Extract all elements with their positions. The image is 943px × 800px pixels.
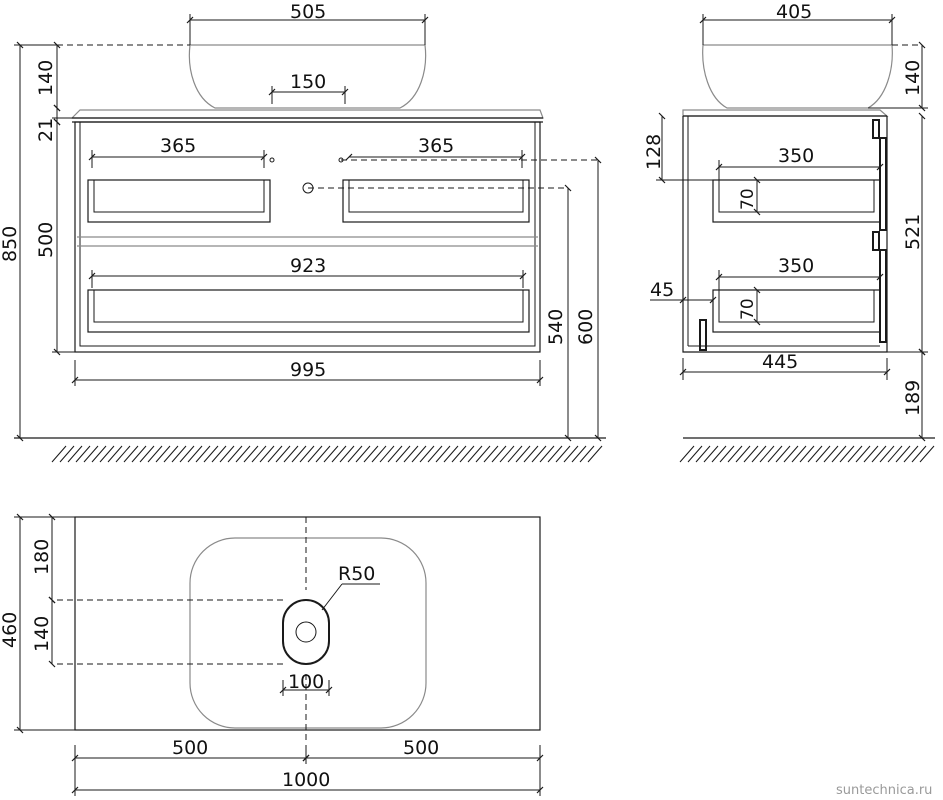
side-floor-hatch [679, 445, 935, 463]
front-bowl-width-label: 505 [290, 1, 326, 23]
front-total-height-label: 850 [0, 226, 21, 262]
side-drawer-bottom-width-label: 350 [778, 255, 814, 277]
side-body-depth-label: 445 [762, 351, 798, 373]
side-drawer-top-height-label: 70 [738, 188, 758, 210]
front-basin-bowl [188, 44, 427, 109]
front-body-width-label: 995 [290, 359, 326, 381]
front-body-height-label: 500 [35, 222, 57, 258]
top-drain-slot [282, 599, 330, 665]
side-bowl-height-label: 140 [902, 60, 924, 96]
side-cabinet-body [682, 116, 888, 353]
watermark: suntechnica.ru [836, 783, 932, 798]
top-drain-span-label: 140 [31, 616, 53, 652]
side-drawer-bottom-height-label: 70 [738, 298, 758, 320]
front-drawer-top-right [342, 179, 530, 223]
top-countertop-outline [74, 516, 541, 731]
side-view: 405 140 521 189 128 350 70 350 70 45 [643, 1, 935, 463]
top-half-right-label: 500 [403, 737, 439, 759]
top-depth-total-label: 460 [0, 612, 21, 648]
side-leg-height-label: 189 [902, 380, 924, 416]
front-countertop [70, 109, 544, 119]
side-leg-offset-label: 45 [650, 279, 674, 301]
front-height-540-label: 540 [545, 309, 567, 345]
front-drawer-top-left [87, 179, 271, 223]
side-basin-bowl [702, 44, 893, 109]
front-drain-width-label: 150 [290, 71, 326, 93]
top-half-left-label: 500 [172, 737, 208, 759]
front-top-thickness-label: 21 [35, 118, 57, 142]
front-drawer-right-width-label: 365 [418, 135, 454, 157]
side-offset-128-label: 128 [643, 134, 665, 170]
front-floor-hatch [51, 445, 603, 463]
side-bowl-width-label: 405 [776, 1, 812, 23]
top-depth-180-label: 180 [31, 539, 53, 575]
front-view: 505 150 850 140 21 500 365 365 923 [0, 1, 606, 463]
top-drain-width-label: 100 [288, 671, 324, 693]
front-drawer-bottom [87, 289, 530, 333]
top-basin-outline [189, 537, 427, 729]
side-drawer-top-width-label: 350 [778, 145, 814, 167]
top-view: R50 100 460 180 140 500 500 1000 [0, 513, 544, 796]
front-drawer-left-width-label: 365 [160, 135, 196, 157]
side-body-height-label: 521 [902, 214, 924, 250]
top-radius-label: R50 [338, 563, 375, 585]
front-height-600-label: 600 [575, 309, 597, 345]
top-total-width-label: 1000 [282, 769, 330, 791]
front-bowl-height-label: 140 [35, 60, 57, 96]
front-drawer-bottom-width-label: 923 [290, 255, 326, 277]
